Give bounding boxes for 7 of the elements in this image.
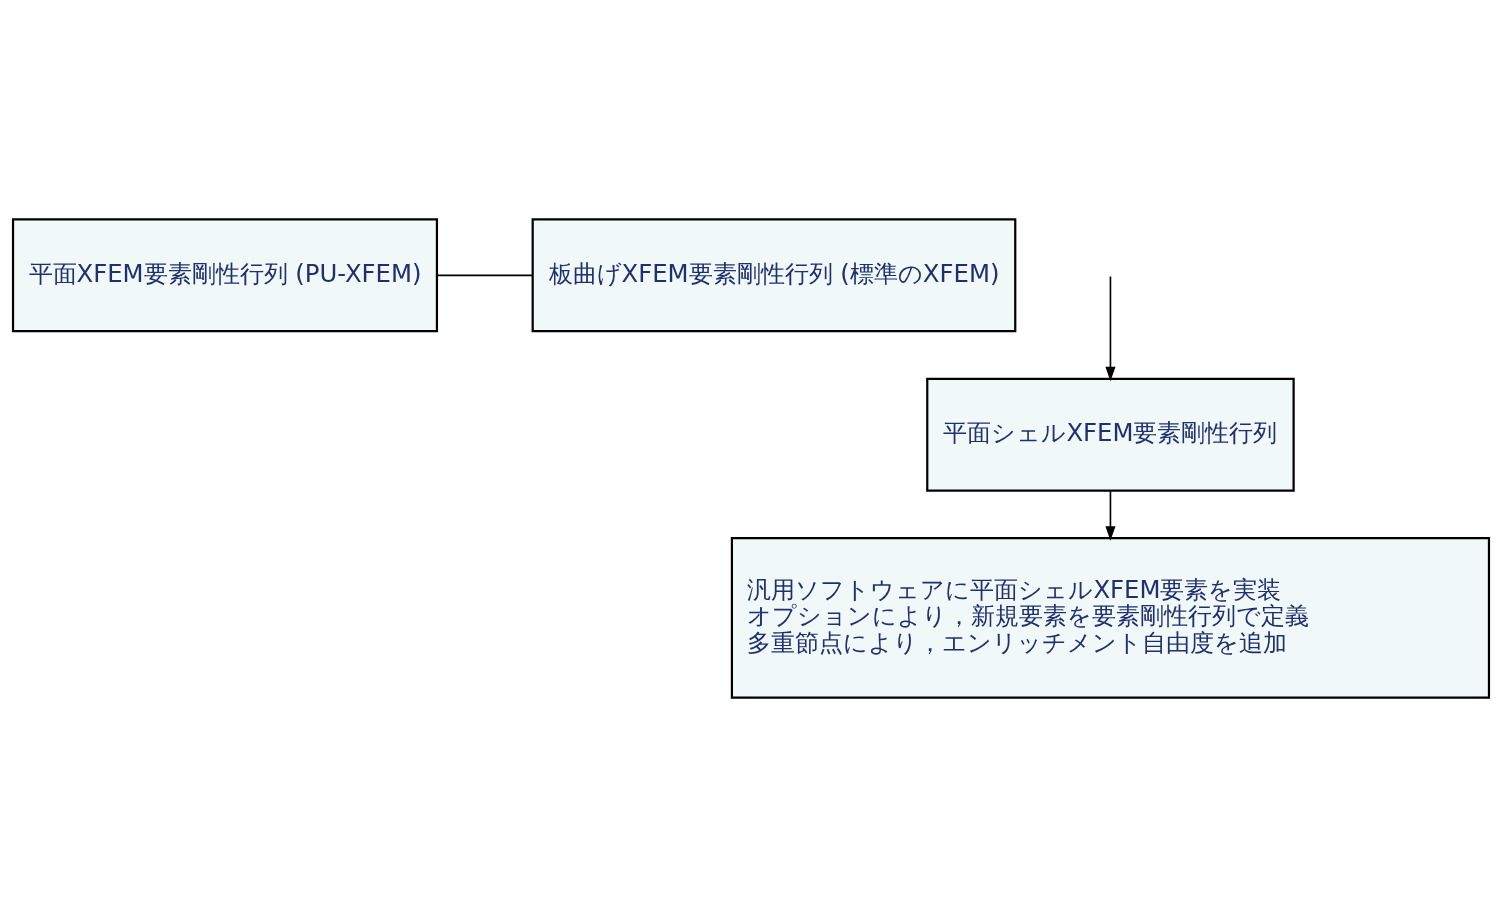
node-box: 平面シェルXFEM要素剛性行列 xyxy=(926,377,1295,492)
node-box: 板曲げXFEM要素剛性行列 (標準のXFEM) xyxy=(531,217,1017,332)
node-box: 平面XFEM要素剛性行列 (PU-XFEM) xyxy=(11,217,439,332)
connector xyxy=(436,274,534,276)
arrow xyxy=(1105,489,1116,541)
node-box: 汎用ソフトウェアに平面シェルXFEM要素を実装 オプションにより，新規要素を要素剛性行列で定義 多重節点により，エンリッチメント自由度を追加 xyxy=(730,536,1491,699)
arrow xyxy=(1105,275,1116,381)
